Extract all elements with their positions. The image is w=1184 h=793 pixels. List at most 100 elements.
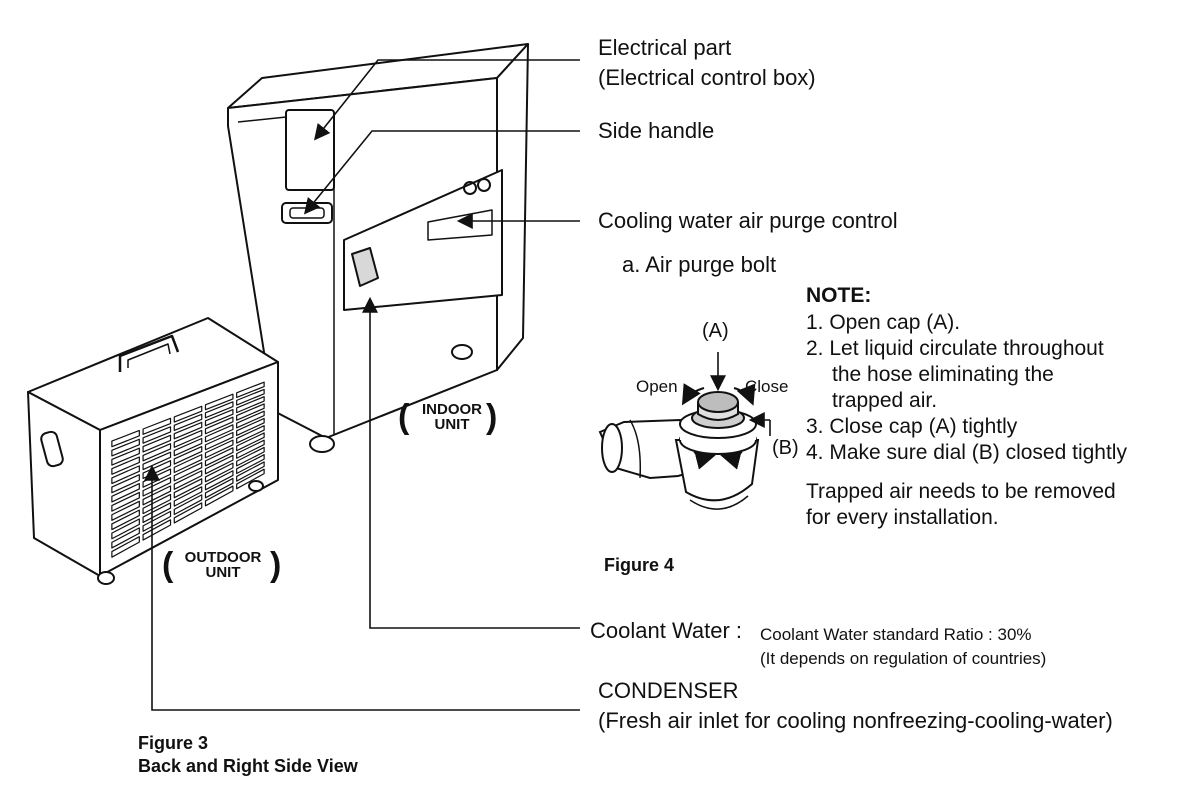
label-dial-b: (B) [772,437,799,459]
grille-slot [142,426,172,444]
figure-3-caption: Figure 3 [138,733,209,753]
grille-slot [236,446,265,467]
note-footer-2: for every installation. [806,506,999,529]
figure-4-caption: Figure 4 [604,555,675,575]
grille-slot [142,476,172,497]
grille-slot [173,478,203,499]
label-coolant-ratio: Coolant Water standard Ratio : 30% [760,625,1032,644]
grille-slot [142,468,172,488]
grille-slot [236,403,265,421]
grille-slot [142,519,172,541]
label-close: Close [745,377,789,396]
label-air-purge-bolt: a. Air purge bolt [622,252,777,277]
indoor-paren-right: ) [486,398,498,436]
grille-slot [173,502,203,524]
note-step-2-cont: the hose eliminating the [832,363,1054,386]
grille-slot [204,416,234,435]
label-coolant-water: Coolant Water : [590,618,743,643]
grille-slot [204,485,234,507]
label-coolant-regulation: (It depends on regulation of countries) [760,649,1047,668]
note-step-2-end: trapped air. [832,389,938,412]
grille-slot [111,491,140,512]
grille-slot [142,443,172,462]
air-purge-detail [598,352,771,510]
note-step-4: 4. Make sure dial (B) closed tightly [806,441,1127,464]
grille-slot [173,486,203,507]
grille-slot [142,485,172,506]
note-footer-1: Trapped air needs to be removed [806,480,1116,503]
indoor-unit [227,43,529,453]
grille-slot [236,439,265,459]
label-condenser: CONDENSER [598,678,739,703]
grille-slot [236,417,265,437]
grille-slot [204,401,234,419]
grille-slot [236,396,265,414]
grille-slot [111,527,140,549]
leader-electrical [314,59,580,141]
grille-slot [204,424,234,443]
grille-slot [111,429,140,448]
grille-slot [111,465,140,485]
grille-slot [236,432,265,452]
outdoor-unit-label: OUTDOOR UNIT [176,550,270,580]
grille-slot [173,462,203,482]
grille-slot [236,461,265,482]
grille-slot [236,410,265,429]
grille-slot [111,456,140,475]
label-air-purge-control: Cooling water air purge control [598,208,898,233]
note-step-1: 1. Open cap (A). [806,311,961,334]
grille-slot [204,408,234,427]
grille-slot [236,468,265,490]
leader-coolant [362,296,580,629]
indoor-paren-left: ( [398,398,410,436]
indoor-unit-label-line1: INDOOR [422,401,482,418]
access-panel [343,169,503,311]
rotate-arrow-icon [681,383,705,406]
grille-slot [142,510,172,532]
label-condenser-desc: (Fresh air inlet for cooling nonfreezing… [598,708,1113,733]
electrical-box-panel [285,109,335,191]
label-electrical-part: Electrical part [598,35,732,60]
grille-slot [111,536,140,558]
outdoor-unit-label-line1: OUTDOOR [184,549,262,566]
leader-condenser [144,464,580,711]
note-step-3: 3. Close cap (A) tightly [806,415,1018,438]
grille-slot [204,447,234,467]
grille-slot [204,454,234,475]
figure-3-subtitle: Back and Right Side View [138,756,358,776]
grille-slot [142,460,172,480]
grille-slot [111,482,140,503]
grille-slot [204,462,234,483]
grille-slot [173,437,203,457]
grille-slot [111,447,140,466]
leader-lines [144,59,580,711]
grille-slot [111,474,140,494]
indoor-unit-label: INDOOR UNIT [414,402,490,432]
label-electrical-control-box: (Electrical control box) [598,65,816,90]
outdoor-paren-left: ( [162,546,174,584]
rotate-arrow-icon [733,383,756,406]
label-side-handle: Side handle [598,118,715,143]
grille-slot [204,439,234,459]
grille-slot [142,502,172,524]
grille-slot [236,425,265,444]
grille-slot [236,454,265,475]
purge-bolt [351,247,379,287]
grille-slot [173,445,203,465]
grille-slot [236,388,265,406]
grille-slot [173,405,203,423]
label-cap-a: (A) [702,320,729,342]
grille-slot [111,438,140,457]
indoor-unit-label-line2: UNIT [434,416,470,433]
grille-slot [111,509,140,531]
grille-slot [111,518,140,540]
grille-slot [204,431,234,451]
grille-slot [173,454,203,474]
note-heading: NOTE: [806,284,872,307]
grille-slot [173,429,203,448]
grille-slot [204,393,234,411]
grille-slot [204,470,234,491]
grille-slot [142,417,172,435]
grille-slot [173,413,203,432]
